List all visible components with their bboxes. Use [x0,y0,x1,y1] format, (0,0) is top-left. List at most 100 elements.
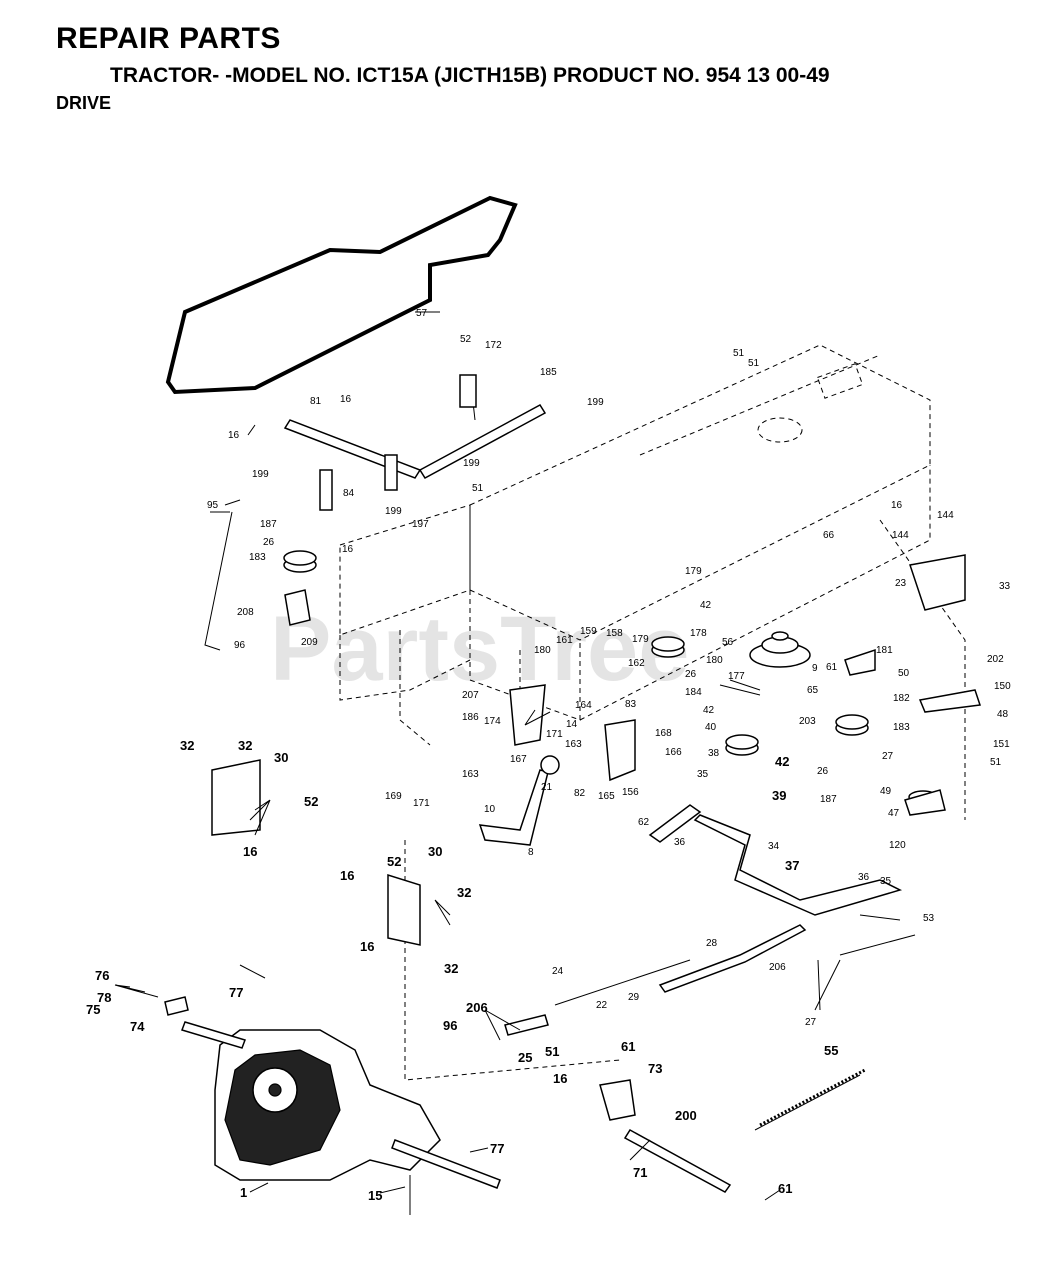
label-75: 75 [86,1002,100,1017]
brackets [211,554,982,946]
label-78: 78 [97,990,111,1005]
label-82: 82 [574,788,586,799]
label-174: 174 [484,716,501,727]
label-29: 29 [628,992,640,1003]
label-209: 209 [301,637,318,648]
label-171: 171 [413,798,430,809]
label-187: 187 [260,519,277,530]
label-52: 52 [304,794,318,809]
label-16: 16 [340,868,354,883]
label-30: 30 [274,750,288,765]
label-16: 16 [243,844,257,859]
label-47: 47 [888,808,900,819]
label-15: 15 [368,1188,382,1203]
label-33: 33 [999,581,1011,592]
label-74: 74 [130,1019,145,1034]
label-23: 23 [895,578,907,589]
label-178: 178 [690,628,707,639]
label-32: 32 [444,961,458,976]
label-144: 144 [892,530,909,541]
label-51: 51 [733,348,745,359]
label-26: 26 [263,537,275,548]
label-199: 199 [587,397,604,408]
transaxle [164,996,501,1215]
label-168: 168 [655,728,672,739]
label-197: 197 [412,519,429,530]
label-42: 42 [700,600,712,611]
label-166: 166 [665,747,682,758]
label-96: 96 [234,640,246,651]
label-51: 51 [472,483,484,494]
label-30: 30 [428,844,442,859]
label-24: 24 [552,966,564,977]
label-32: 32 [180,738,194,753]
label-34: 34 [768,841,780,852]
label-52: 52 [460,334,472,345]
label-42: 42 [775,754,789,769]
label-202: 202 [987,654,1004,665]
label-55: 55 [824,1043,838,1058]
label-120: 120 [889,840,906,851]
label-61: 61 [826,662,838,673]
section-title: DRIVE [56,93,112,113]
label-71: 71 [633,1165,647,1180]
clutch-linkage [478,755,916,1193]
label-151: 151 [993,739,1010,750]
label-182: 182 [893,693,910,704]
label-56: 56 [722,637,734,648]
label-36: 36 [858,872,870,883]
label-150: 150 [994,681,1011,692]
page-title: REPAIR PARTS [56,22,281,55]
label-66: 66 [823,530,835,541]
label-203: 203 [799,716,816,727]
label-171: 171 [546,729,563,740]
label-28: 28 [706,938,718,949]
label-158: 158 [606,628,623,639]
label-22: 22 [596,1000,608,1011]
label-169: 169 [385,791,402,802]
label-207: 207 [462,690,479,701]
label-187: 187 [820,794,837,805]
label-38: 38 [708,748,720,759]
label-51: 51 [748,358,760,369]
label-81: 81 [310,396,322,407]
label-39: 39 [772,788,786,803]
label-77: 77 [229,985,243,1000]
label-206: 206 [466,1000,488,1015]
label-51: 51 [990,757,1002,768]
part-labels: 57 52 172 185 199 81 16 16 51 51 199 199… [86,308,1011,1203]
label-53: 53 [923,913,935,924]
label-206: 206 [769,962,786,973]
label-186: 186 [462,712,479,723]
label-161: 161 [556,635,573,646]
label-37: 37 [785,858,799,873]
label-96: 96 [443,1018,457,1033]
label-179: 179 [632,634,649,645]
label-199: 199 [385,506,402,517]
label-27: 27 [882,751,894,762]
label-144: 144 [937,510,954,521]
label-40: 40 [705,722,717,733]
label-27: 27 [805,1017,817,1028]
label-163: 163 [462,769,479,780]
label-9: 9 [812,663,818,674]
label-25: 25 [518,1050,532,1065]
label-184: 184 [685,687,702,698]
label-199: 199 [463,458,480,469]
label-83: 83 [625,699,637,710]
label-1: 1 [240,1185,247,1200]
label-181: 181 [876,645,893,656]
label-42: 42 [703,705,715,716]
label-95: 95 [207,500,219,511]
label-172: 172 [485,340,502,351]
label-77: 77 [490,1141,504,1156]
label-16: 16 [360,939,374,954]
drive-belt [165,195,518,395]
label-162: 162 [628,658,645,669]
label-48: 48 [997,709,1009,720]
label-32: 32 [457,885,471,900]
label-36: 36 [674,837,686,848]
label-200: 200 [675,1108,697,1123]
label-165: 165 [598,791,615,802]
